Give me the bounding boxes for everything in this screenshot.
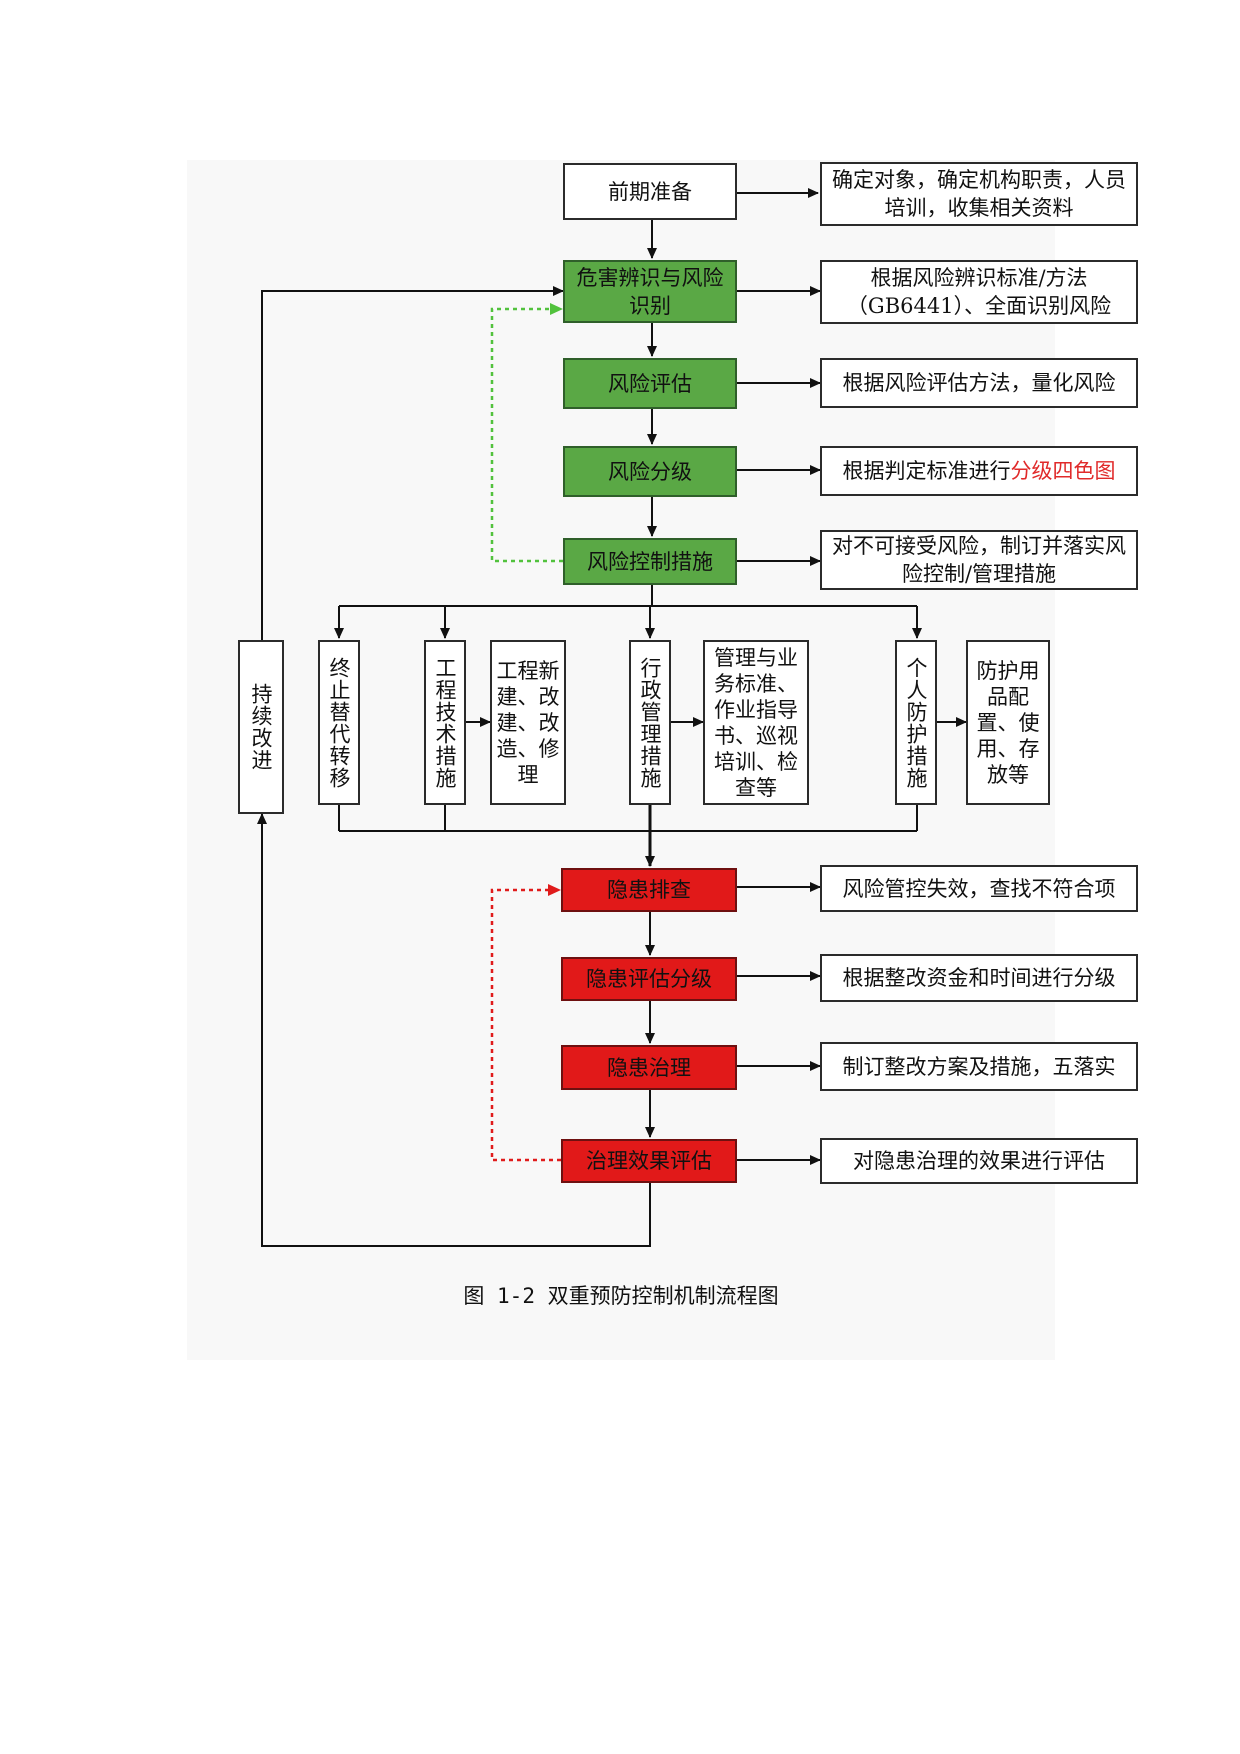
note-risk-grade-text: 根据判定标准进行 (842, 459, 1011, 483)
box-risk-control: 风险控制措施 (563, 538, 737, 585)
box-personal-detail: 防护用品配置、使用、存放等 (966, 640, 1050, 805)
box-admin-detail-text: 管理与业务标准、作业指导书、巡视培训、检查等 (714, 645, 798, 800)
note-hidden-check: 风险管控失效，查找不符合项 (820, 865, 1138, 912)
note-govern-eval: 对隐患治理的效果进行评估 (820, 1138, 1138, 1184)
box-admin-label: 行政管理措施 (638, 656, 662, 789)
note-hazard-id-text: 根据风险辨识标准/方法（GB6441）、全面识别风险 (846, 266, 1112, 318)
box-risk-grade-label: 风险分级 (608, 459, 692, 484)
note-risk-grade: 根据判定标准进行分级四色图 (820, 446, 1138, 496)
arrow-eval-to-continuous (257, 813, 651, 1247)
dashed-green-feedback (490, 303, 563, 563)
box-personal-detail-text: 防护用品配置、使用、存放等 (976, 658, 1040, 787)
box-continuous-label: 持续改进 (249, 683, 273, 771)
note-risk-control: 对不可接受风险，制订并落实风险控制/管理措施 (820, 530, 1138, 590)
note-risk-control-text: 对不可接受风险，制订并落实风险控制/管理措施 (832, 534, 1126, 586)
note-risk-assess-text: 根据风险评估方法，量化风险 (842, 371, 1116, 395)
box-govern-eval-label: 治理效果评估 (586, 1149, 712, 1173)
arrow-continuous-to-hazard (261, 286, 564, 640)
box-terminate-label: 终止替代转移 (327, 656, 351, 789)
note-prep-text: 确定对象，确定机构职责，人员培训，收集相关资料 (832, 168, 1126, 220)
box-prep-label: 前期准备 (608, 179, 692, 204)
note-hidden-govern-text: 制订整改方案及措施，五落实 (842, 1054, 1116, 1079)
note-hidden-check-text: 风险管控失效，查找不符合项 (842, 876, 1116, 901)
box-hazard-id: 危害辨识与风险识别 (563, 260, 737, 323)
box-hazard-id-label: 危害辨识与风险识别 (576, 265, 724, 318)
box-continuous: 持续改进 (238, 640, 284, 814)
box-hidden-grade: 隐患评估分级 (561, 957, 737, 1001)
box-hidden-check: 隐患排查 (561, 868, 737, 912)
box-risk-assess-label: 风险评估 (608, 371, 692, 396)
box-hidden-check-label: 隐患排查 (607, 878, 691, 902)
figure-caption: 图 1-2 双重预防控制机制流程图 (463, 1284, 779, 1308)
note-hazard-id: 根据风险辨识标准/方法（GB6441）、全面识别风险 (820, 260, 1138, 324)
box-risk-control-label: 风险控制措施 (587, 549, 713, 574)
dashed-red-feedback (490, 884, 561, 1162)
note-risk-grade-highlight: 分级四色图 (1010, 459, 1116, 483)
box-hidden-grade-label: 隐患评估分级 (586, 967, 712, 991)
box-hidden-govern: 隐患治理 (561, 1045, 737, 1090)
note-risk-assess: 根据风险评估方法，量化风险 (820, 358, 1138, 408)
box-engineering: 工程技术措施 (424, 640, 466, 805)
note-hidden-govern: 制订整改方案及措施，五落实 (820, 1042, 1138, 1091)
box-engineering-label: 工程技术措施 (433, 656, 457, 789)
box-engineering-detail-text: 工程新建、改建、改造、修理 (496, 658, 560, 787)
box-personal: 个人防护措施 (895, 640, 937, 805)
note-prep: 确定对象，确定机构职责，人员培训，收集相关资料 (820, 162, 1138, 226)
box-personal-label: 个人防护措施 (904, 656, 928, 789)
box-risk-grade: 风险分级 (563, 446, 737, 497)
box-admin-detail: 管理与业务标准、作业指导书、巡视培训、检查等 (703, 640, 809, 805)
box-risk-assess: 风险评估 (563, 358, 737, 409)
box-govern-eval: 治理效果评估 (561, 1139, 737, 1183)
box-engineering-detail: 工程新建、改建、改造、修理 (490, 640, 566, 805)
box-prep: 前期准备 (563, 163, 737, 220)
box-hidden-govern-label: 隐患治理 (607, 1055, 691, 1080)
note-hidden-grade-text: 根据整改资金和时间进行分级 (842, 966, 1116, 990)
note-govern-eval-text: 对隐患治理的效果进行评估 (853, 1149, 1105, 1173)
box-admin: 行政管理措施 (629, 640, 671, 805)
box-terminate: 终止替代转移 (318, 640, 360, 805)
note-hidden-grade: 根据整改资金和时间进行分级 (820, 954, 1138, 1002)
